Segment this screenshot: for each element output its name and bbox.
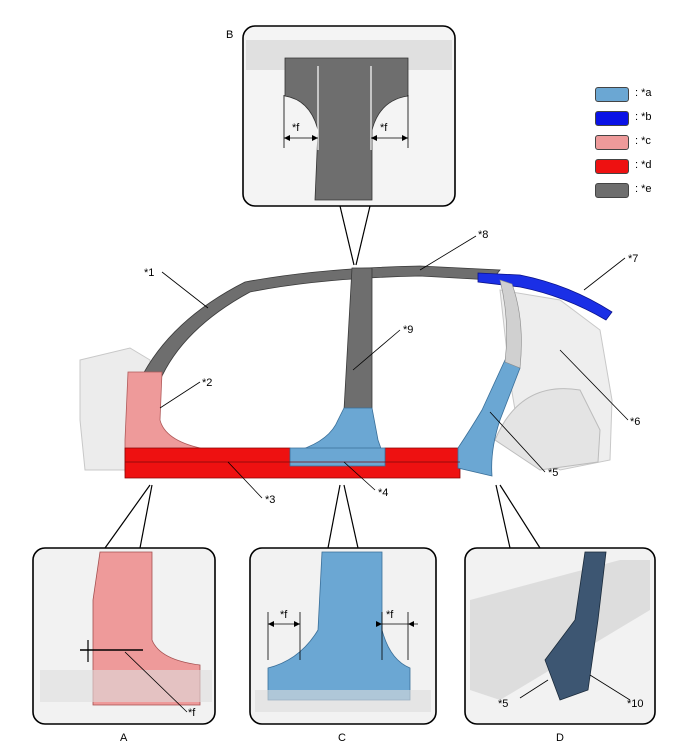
legend-label-a: : *a bbox=[635, 87, 652, 99]
legend-label-e: : *e bbox=[635, 183, 652, 195]
b-f-left-label: *f bbox=[292, 122, 300, 134]
rear-door-frame-gray bbox=[499, 279, 522, 369]
legend-swatch-d bbox=[595, 159, 629, 174]
legend-swatch-b bbox=[595, 111, 629, 126]
legend-item-c: : *c bbox=[595, 134, 675, 152]
detail-a-name: A bbox=[120, 732, 128, 744]
detail-b-name: B bbox=[226, 29, 233, 41]
rear-wheelhouse bbox=[494, 388, 601, 471]
legend-item-d: : *d bbox=[595, 158, 675, 176]
callout-5: *5 bbox=[548, 467, 558, 479]
b-f-right-label: *f bbox=[380, 122, 388, 134]
callout-4: *4 bbox=[378, 487, 388, 499]
rocker-blue-segment bbox=[289, 447, 386, 467]
legend-swatch-a bbox=[595, 87, 629, 102]
c-f-left-label: *f bbox=[280, 609, 288, 621]
b-pillar-gray bbox=[343, 267, 373, 411]
a-f-label: *f bbox=[188, 707, 196, 719]
callout-8: *8 bbox=[478, 229, 488, 241]
callout-3: *3 bbox=[265, 494, 275, 506]
detail-view-c: *f *f C bbox=[249, 484, 437, 744]
callout-1: *1 bbox=[144, 267, 154, 279]
legend-item-e: : *e bbox=[595, 182, 675, 200]
c-f-right-label: *f bbox=[386, 609, 394, 621]
callout-6: *6 bbox=[630, 416, 640, 428]
d-c10-label: *10 bbox=[627, 698, 644, 710]
detail-d-name: D bbox=[556, 732, 564, 744]
detail-view-b: *f *f B bbox=[226, 25, 456, 266]
b-pillar-top-gray bbox=[284, 57, 409, 201]
legend-label-b: : *b bbox=[635, 111, 652, 123]
main-body-side-view bbox=[79, 265, 613, 479]
legend-item-b: : *b bbox=[595, 110, 675, 128]
callout-7: *7 bbox=[628, 253, 638, 265]
callout-2: *2 bbox=[202, 377, 212, 389]
legend-item-a: : *a bbox=[595, 86, 675, 104]
detail-view-a: *f A bbox=[32, 484, 216, 744]
c-pillar-detail-frame bbox=[470, 560, 650, 700]
callout-9: *9 bbox=[403, 324, 413, 336]
c-pillar-base-detail-navy bbox=[544, 551, 607, 701]
a-pillar-lower-detail-pink bbox=[92, 551, 201, 706]
d-c5-label: *5 bbox=[498, 698, 508, 710]
main-callouts: *1 *2 *3 *4 *5 *6 *7 *8 *9 bbox=[144, 229, 640, 506]
detail-c-name: C bbox=[338, 732, 346, 744]
legend-label-c: : *c bbox=[635, 135, 651, 147]
legend-swatch-e bbox=[595, 183, 629, 198]
roof-side-rail-gray bbox=[139, 265, 501, 386]
legend-swatch-c bbox=[595, 135, 629, 150]
detail-view-d: *5 *10 D bbox=[464, 484, 656, 744]
legend-label-d: : *d bbox=[635, 159, 652, 171]
